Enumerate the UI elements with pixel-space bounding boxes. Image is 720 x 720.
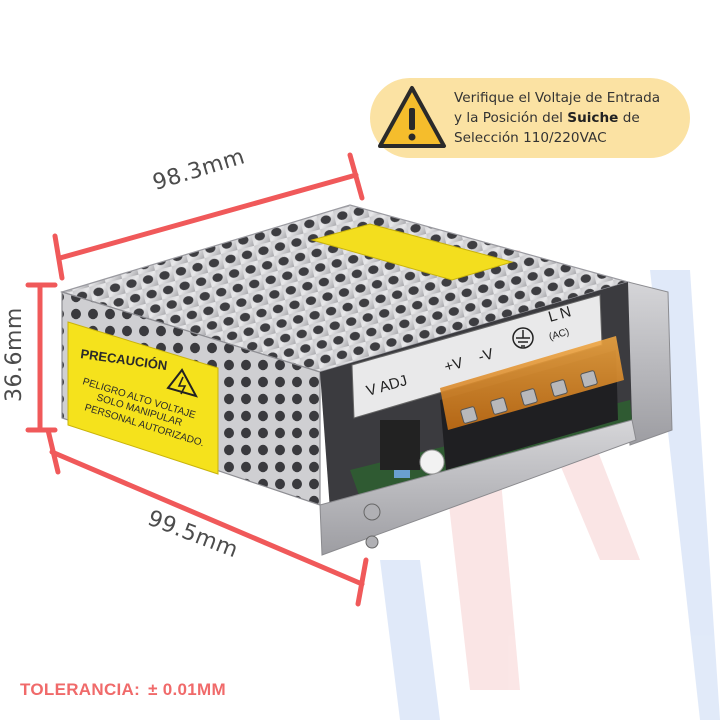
callout-line2: y la Posición del Suiche de — [454, 108, 686, 128]
callout-line2-pre: y la Posición del — [454, 110, 568, 126]
callout-text: Verifique el Voltaje de Entrada y la Pos… — [454, 88, 686, 148]
components — [363, 420, 445, 549]
terminal-ln-label: L N — [546, 303, 573, 326]
callout-line2-post: de — [618, 110, 640, 126]
ground-icon — [512, 327, 534, 349]
terminal-screws — [460, 370, 598, 424]
terminal-ac-label: (AC) — [548, 327, 571, 343]
depth-dimension-line — [49, 449, 365, 587]
warning-triangle-icon — [378, 86, 446, 148]
callout-line2-bold: Suiche — [567, 110, 619, 126]
terminal-cover — [440, 336, 624, 430]
top-sticker — [310, 223, 514, 281]
tolerance-label: TOLERANCIA: — [20, 680, 141, 699]
warning-callout: Verifique el Voltaje de Entrada y la Pos… — [370, 78, 690, 158]
width-dimension-line — [57, 172, 359, 261]
terminal-vminus-label: -V — [476, 345, 495, 365]
caution-sticker — [67, 321, 219, 475]
height-dimension-label: 36.6mm — [2, 307, 27, 402]
dimension-lines — [25, 152, 369, 607]
tolerance-note: TOLERANCIA: ± 0.01MM — [20, 680, 234, 700]
callout-line3: Selección 110/220VAC — [454, 130, 607, 146]
bottom-plate — [319, 419, 637, 556]
tolerance-value: ± 0.01MM — [148, 680, 226, 699]
high-voltage-icon — [166, 368, 199, 398]
callout-line1: Verifique el Voltaje de Entrada — [454, 90, 661, 106]
terminal-vplus-label: +V — [442, 354, 465, 376]
